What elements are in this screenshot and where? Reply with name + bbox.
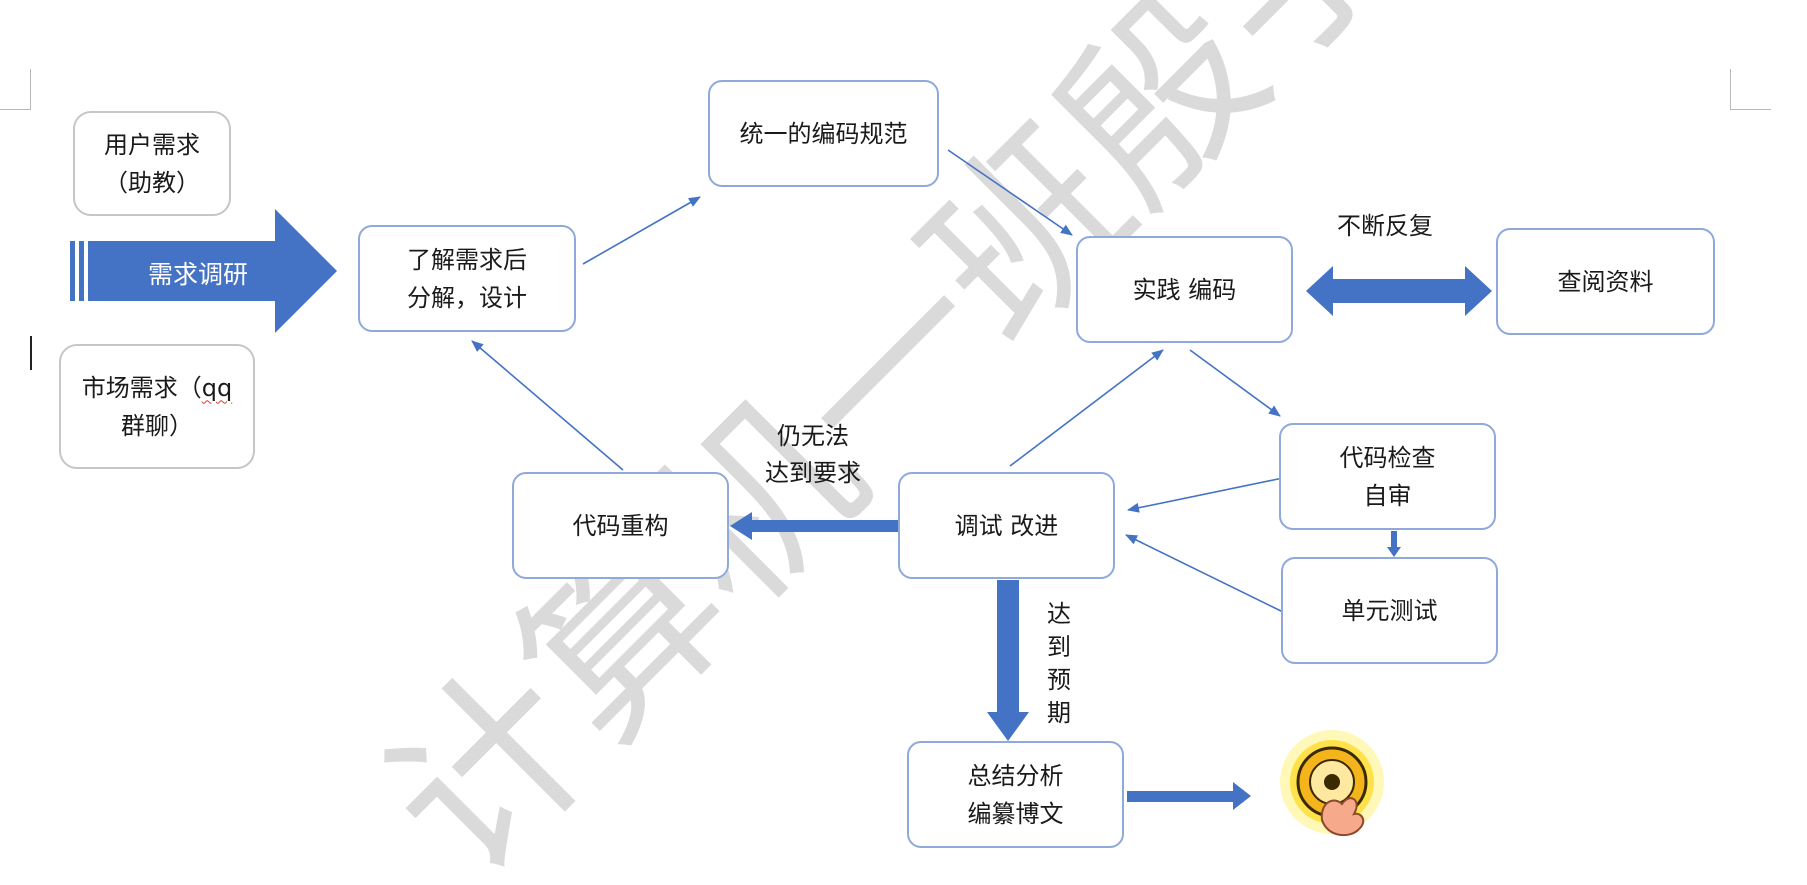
refactor-node[interactable]: 代码重构: [512, 472, 729, 579]
unit-test-node[interactable]: 单元测试: [1281, 557, 1498, 664]
reference-node[interactable]: 查阅资料: [1496, 228, 1715, 335]
repeat-label: 不断反复: [1337, 212, 1433, 240]
expected-label: 达 到 预 期: [1044, 598, 1074, 730]
still-fail-line-2: 达到要求: [765, 459, 861, 487]
market-req-line-2: 群聊）: [121, 411, 193, 440]
still-fail-line-1: 仍无法: [777, 422, 849, 450]
arrow-practice-to-review: [1189, 349, 1281, 417]
market-requirement-node[interactable]: 市场需求（qq 群聊）: [59, 344, 255, 469]
practice-coding-node[interactable]: 实践 编码: [1076, 236, 1293, 343]
code-review-line-2: 自审: [1363, 481, 1412, 510]
expected-char-2: 到: [1047, 633, 1071, 661]
arrow-debug-to-practice: [1009, 349, 1164, 467]
summary-line-1: 总结分析: [967, 761, 1064, 790]
arrow-review-to-debug: [1127, 477, 1284, 513]
double-arrow-repeat: [1306, 266, 1492, 316]
cd-disc-icon: [1280, 730, 1384, 837]
page-corner-left: [0, 69, 31, 110]
expected-char-4: 期: [1047, 699, 1071, 727]
analyze-design-node[interactable]: 了解需求后 分解，设计: [358, 225, 576, 332]
coding-standard-line: 统一的编码规范: [739, 119, 908, 148]
arrow-debug-to-summary: [987, 580, 1029, 741]
debug-line: 调试 改进: [954, 511, 1059, 540]
coding-standard-node[interactable]: 统一的编码规范: [708, 80, 939, 187]
summary-blog-node[interactable]: 总结分析 编纂博文: [907, 741, 1124, 848]
arrow-analyze-to-standard: [582, 196, 701, 265]
research-big-arrow: [70, 209, 337, 333]
analyze-line-1: 了解需求后: [407, 245, 527, 274]
arrow-review-to-test: [1387, 531, 1401, 557]
arrow-summary-to-icon: [1127, 782, 1251, 810]
expected-char-3: 预: [1047, 666, 1071, 694]
market-req-line-1: 市场需求（qq: [81, 373, 233, 402]
debug-improve-node[interactable]: 调试 改进: [898, 472, 1115, 579]
unit-test-line: 单元测试: [1341, 596, 1438, 625]
refactor-line: 代码重构: [572, 511, 669, 540]
still-fail-label: 仍无法 达到要求: [760, 418, 866, 492]
market-req-squiggle: qq: [201, 373, 233, 402]
arrow-test-to-debug: [1125, 534, 1284, 613]
research-label: 需求调研: [148, 260, 249, 289]
user-req-line-2: （助教）: [104, 168, 200, 197]
page-corner-right: [1730, 69, 1771, 110]
text-cursor: [30, 336, 32, 370]
user-requirement-node[interactable]: 用户需求 （助教）: [73, 111, 231, 216]
code-review-node[interactable]: 代码检查 自审: [1279, 423, 1496, 530]
analyze-line-2: 分解，设计: [407, 283, 527, 312]
summary-line-2: 编纂博文: [967, 799, 1064, 828]
expected-char-1: 达: [1047, 600, 1071, 628]
arrow-refactor-to-analyze: [471, 340, 624, 471]
reference-line: 查阅资料: [1557, 267, 1654, 296]
arrow-standard-to-practice: [947, 149, 1073, 236]
code-review-line-1: 代码检查: [1339, 443, 1436, 472]
arrow-debug-to-refactor: [730, 512, 900, 540]
user-req-line-1: 用户需求: [104, 130, 200, 159]
practice-line: 实践 编码: [1132, 275, 1237, 304]
